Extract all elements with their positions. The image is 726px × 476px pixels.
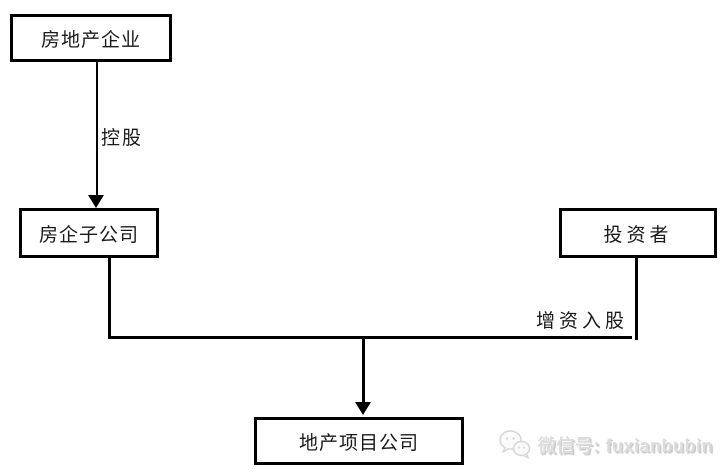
edge-holding-line bbox=[95, 62, 98, 195]
edge-investor-down-line bbox=[635, 258, 638, 340]
node-investor: 投资者 bbox=[559, 208, 717, 258]
node-investor-label: 投资者 bbox=[603, 224, 673, 246]
edge-horizontal-bus-line bbox=[108, 336, 632, 339]
watermark-text: 微信号: fuxianbubin bbox=[538, 436, 713, 456]
edge-to-project-line bbox=[362, 337, 365, 403]
edge-holding-arrowhead-icon bbox=[88, 195, 104, 208]
node-real-estate-subsidiary-label: 房企子公司 bbox=[38, 224, 139, 246]
node-real-estate-enterprise-label: 房地产企业 bbox=[40, 29, 141, 51]
wechat-icon bbox=[497, 427, 533, 463]
edge-to-project-arrowhead-icon bbox=[354, 402, 371, 415]
node-project-company-label: 地产项目公司 bbox=[298, 432, 419, 454]
watermark: 微信号: fuxianbubin bbox=[497, 427, 713, 463]
node-real-estate-subsidiary: 房企子公司 bbox=[19, 208, 159, 258]
edge-capital-increase-label: 增资入股 bbox=[536, 311, 629, 332]
edge-subsidiary-down-line bbox=[108, 258, 111, 338]
node-project-company: 地产项目公司 bbox=[254, 417, 464, 465]
edge-holding-label: 控股 bbox=[101, 128, 144, 149]
node-real-estate-enterprise: 房地产企业 bbox=[10, 14, 172, 62]
